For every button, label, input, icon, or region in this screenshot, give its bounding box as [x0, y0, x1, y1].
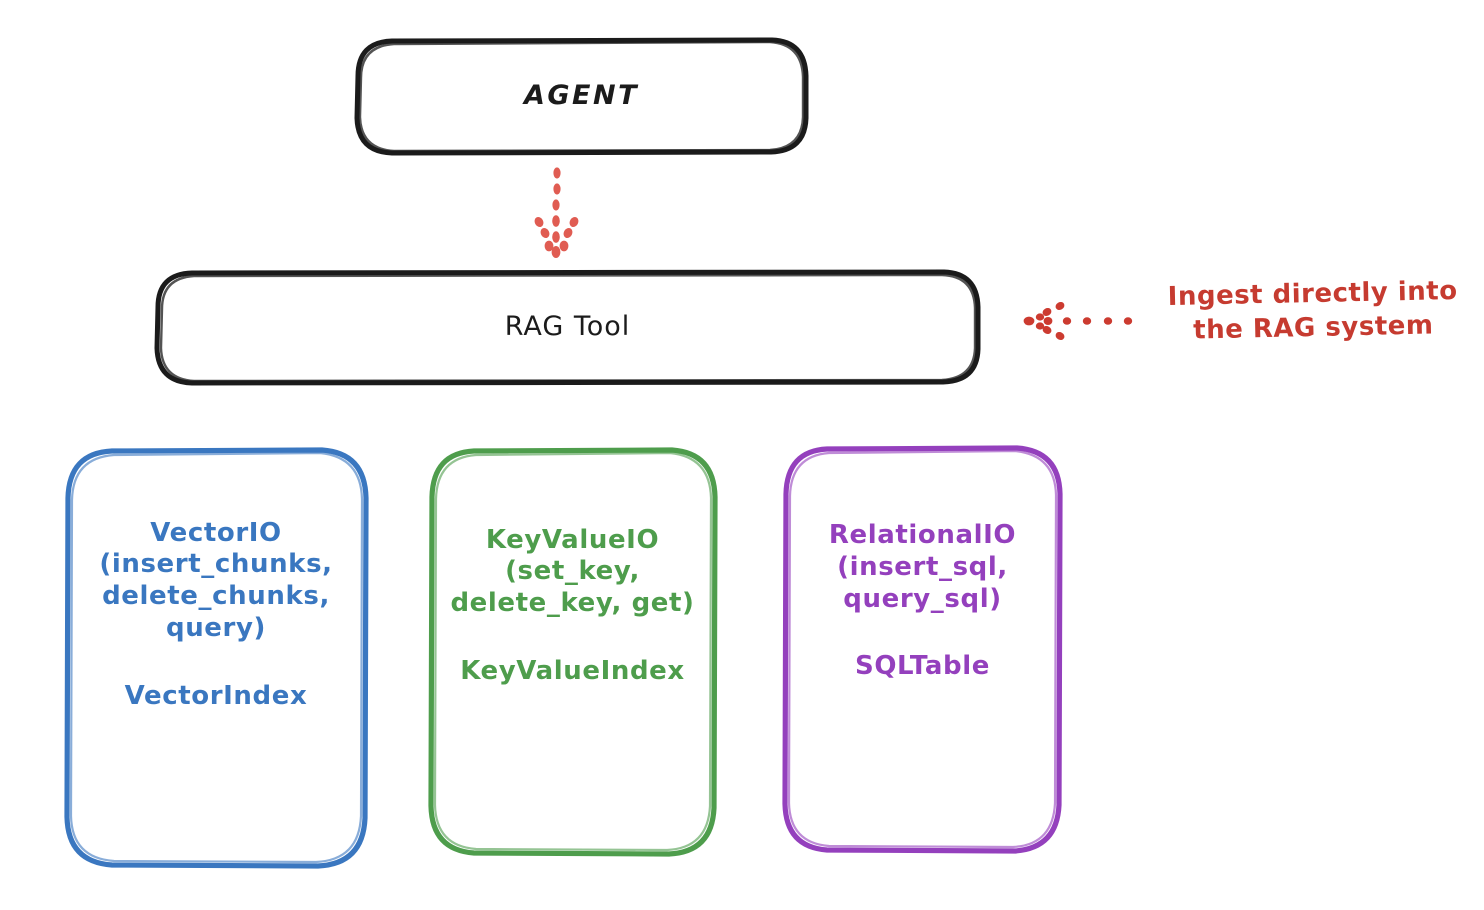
vector-index-label: VectorIndex [124, 680, 308, 711]
node-relational-io[interactable]: RelationalIO (insert_sql, query_sql) SQL… [785, 448, 1060, 851]
ingest-to-rag-dotted-arrow [1023, 301, 1133, 341]
vector-io-label: VectorIO (insert_chunks, delete_chunks, … [99, 517, 333, 643]
sql-table-label: SQLTable [855, 651, 990, 682]
node-vector-io[interactable]: VectorIO (insert_chunks, delete_chunks, … [66, 450, 366, 866]
rag-tool-label: RAG Tool [504, 311, 631, 343]
agent-label: AGENT [523, 80, 639, 112]
node-agent[interactable]: AGENT [357, 40, 806, 153]
key-value-io-label: KeyValueIO (set_key, delete_key, get) [450, 524, 695, 618]
agent-to-rag-dotted-arrow [534, 167, 579, 258]
ingest-annotation-text: Ingest directly into the RAG system [1167, 275, 1458, 346]
node-key-value-io[interactable]: KeyValueIO (set_key, delete_key, get) Ke… [430, 450, 715, 854]
node-rag-tool[interactable]: RAG Tool [157, 272, 978, 383]
relational-io-label: RelationalIO (insert_sql, query_sql) [828, 520, 1017, 614]
key-value-index-label: KeyValueIndex [460, 655, 685, 686]
